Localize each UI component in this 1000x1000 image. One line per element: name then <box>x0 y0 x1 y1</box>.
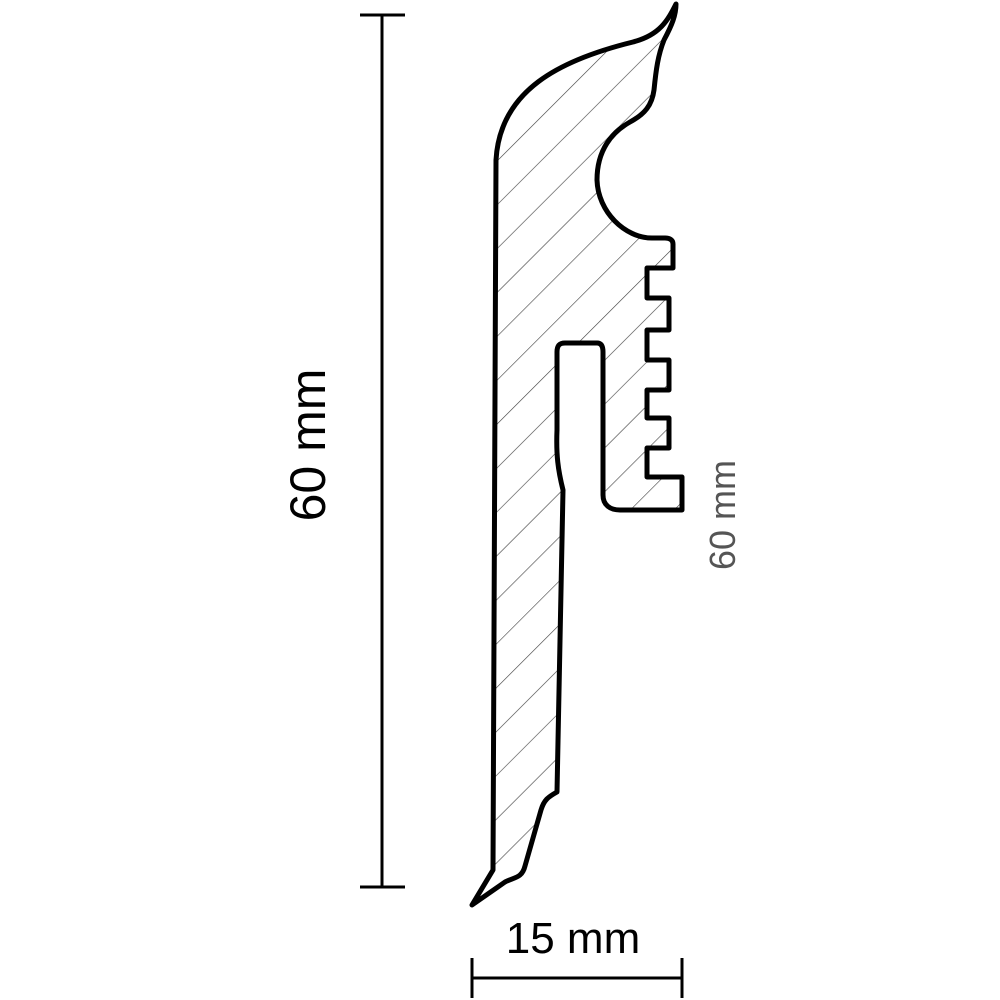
height-label: 60 mm <box>280 369 336 522</box>
profile-cross-section <box>469 1 685 908</box>
width-dimension-line <box>470 958 684 998</box>
width-label: 15 mm <box>506 914 640 963</box>
clip-height-label: 60 mm <box>702 460 743 570</box>
height-dimension-line <box>360 13 405 889</box>
